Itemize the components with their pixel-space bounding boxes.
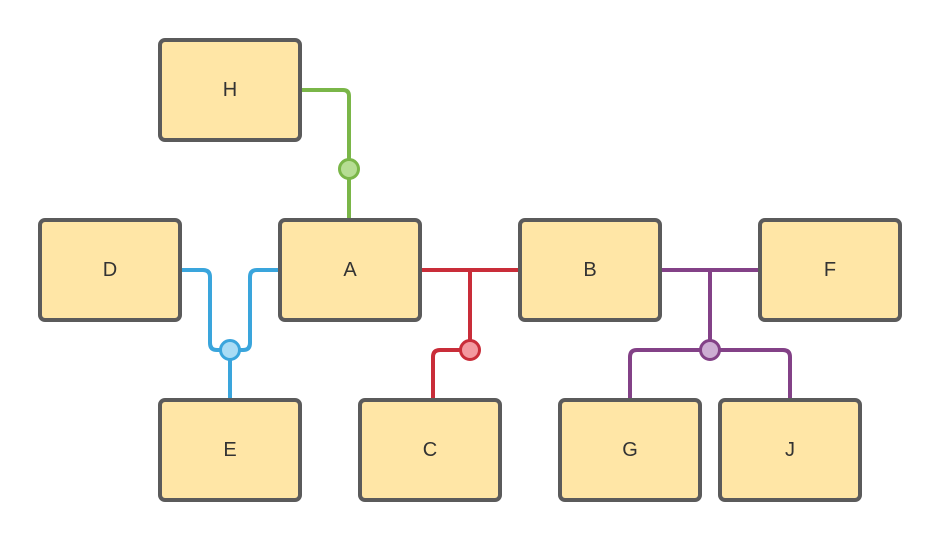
node-e-label: E (223, 439, 236, 461)
connector-a-b-c-junction (459, 339, 481, 361)
node-f[interactable]: F (758, 218, 902, 322)
node-b[interactable]: B (518, 218, 662, 322)
node-g[interactable]: G (558, 398, 702, 502)
connector-a-b-c (420, 268, 520, 400)
node-c-label: C (423, 439, 437, 461)
connector-d-a-e-junction (219, 339, 241, 361)
node-g-box (558, 398, 702, 502)
connector-h-a-junction (338, 158, 360, 180)
node-d-box (38, 218, 182, 322)
node-j-label: J (785, 439, 795, 461)
node-e[interactable]: E (158, 398, 302, 502)
node-f-label: F (824, 259, 836, 281)
node-d[interactable]: D (38, 218, 182, 322)
node-h[interactable]: H (158, 38, 302, 142)
connector-h-a-line (300, 88, 351, 220)
node-a[interactable]: A (278, 218, 422, 322)
node-e-box (158, 398, 302, 502)
node-a-box (278, 218, 422, 322)
connector-d-a-e (180, 268, 280, 400)
node-f-box (758, 218, 902, 322)
node-j-box (718, 398, 862, 502)
node-c[interactable]: C (358, 398, 502, 502)
node-b-label: B (583, 259, 596, 281)
node-h-box (158, 38, 302, 142)
node-a-label: A (343, 259, 357, 281)
connector-h-a (300, 88, 360, 220)
node-j[interactable]: J (718, 398, 862, 502)
node-c-box (358, 398, 502, 502)
connector-a-b-c-line (420, 268, 520, 400)
connector-d-a-e-line (180, 268, 280, 400)
node-b-box (518, 218, 662, 322)
node-d-label: D (103, 259, 117, 281)
node-h-label: H (223, 79, 237, 101)
node-g-label: G (622, 439, 638, 461)
connector-b-f-g-j (628, 268, 792, 400)
connector-b-f-g-j-junction (699, 339, 721, 361)
